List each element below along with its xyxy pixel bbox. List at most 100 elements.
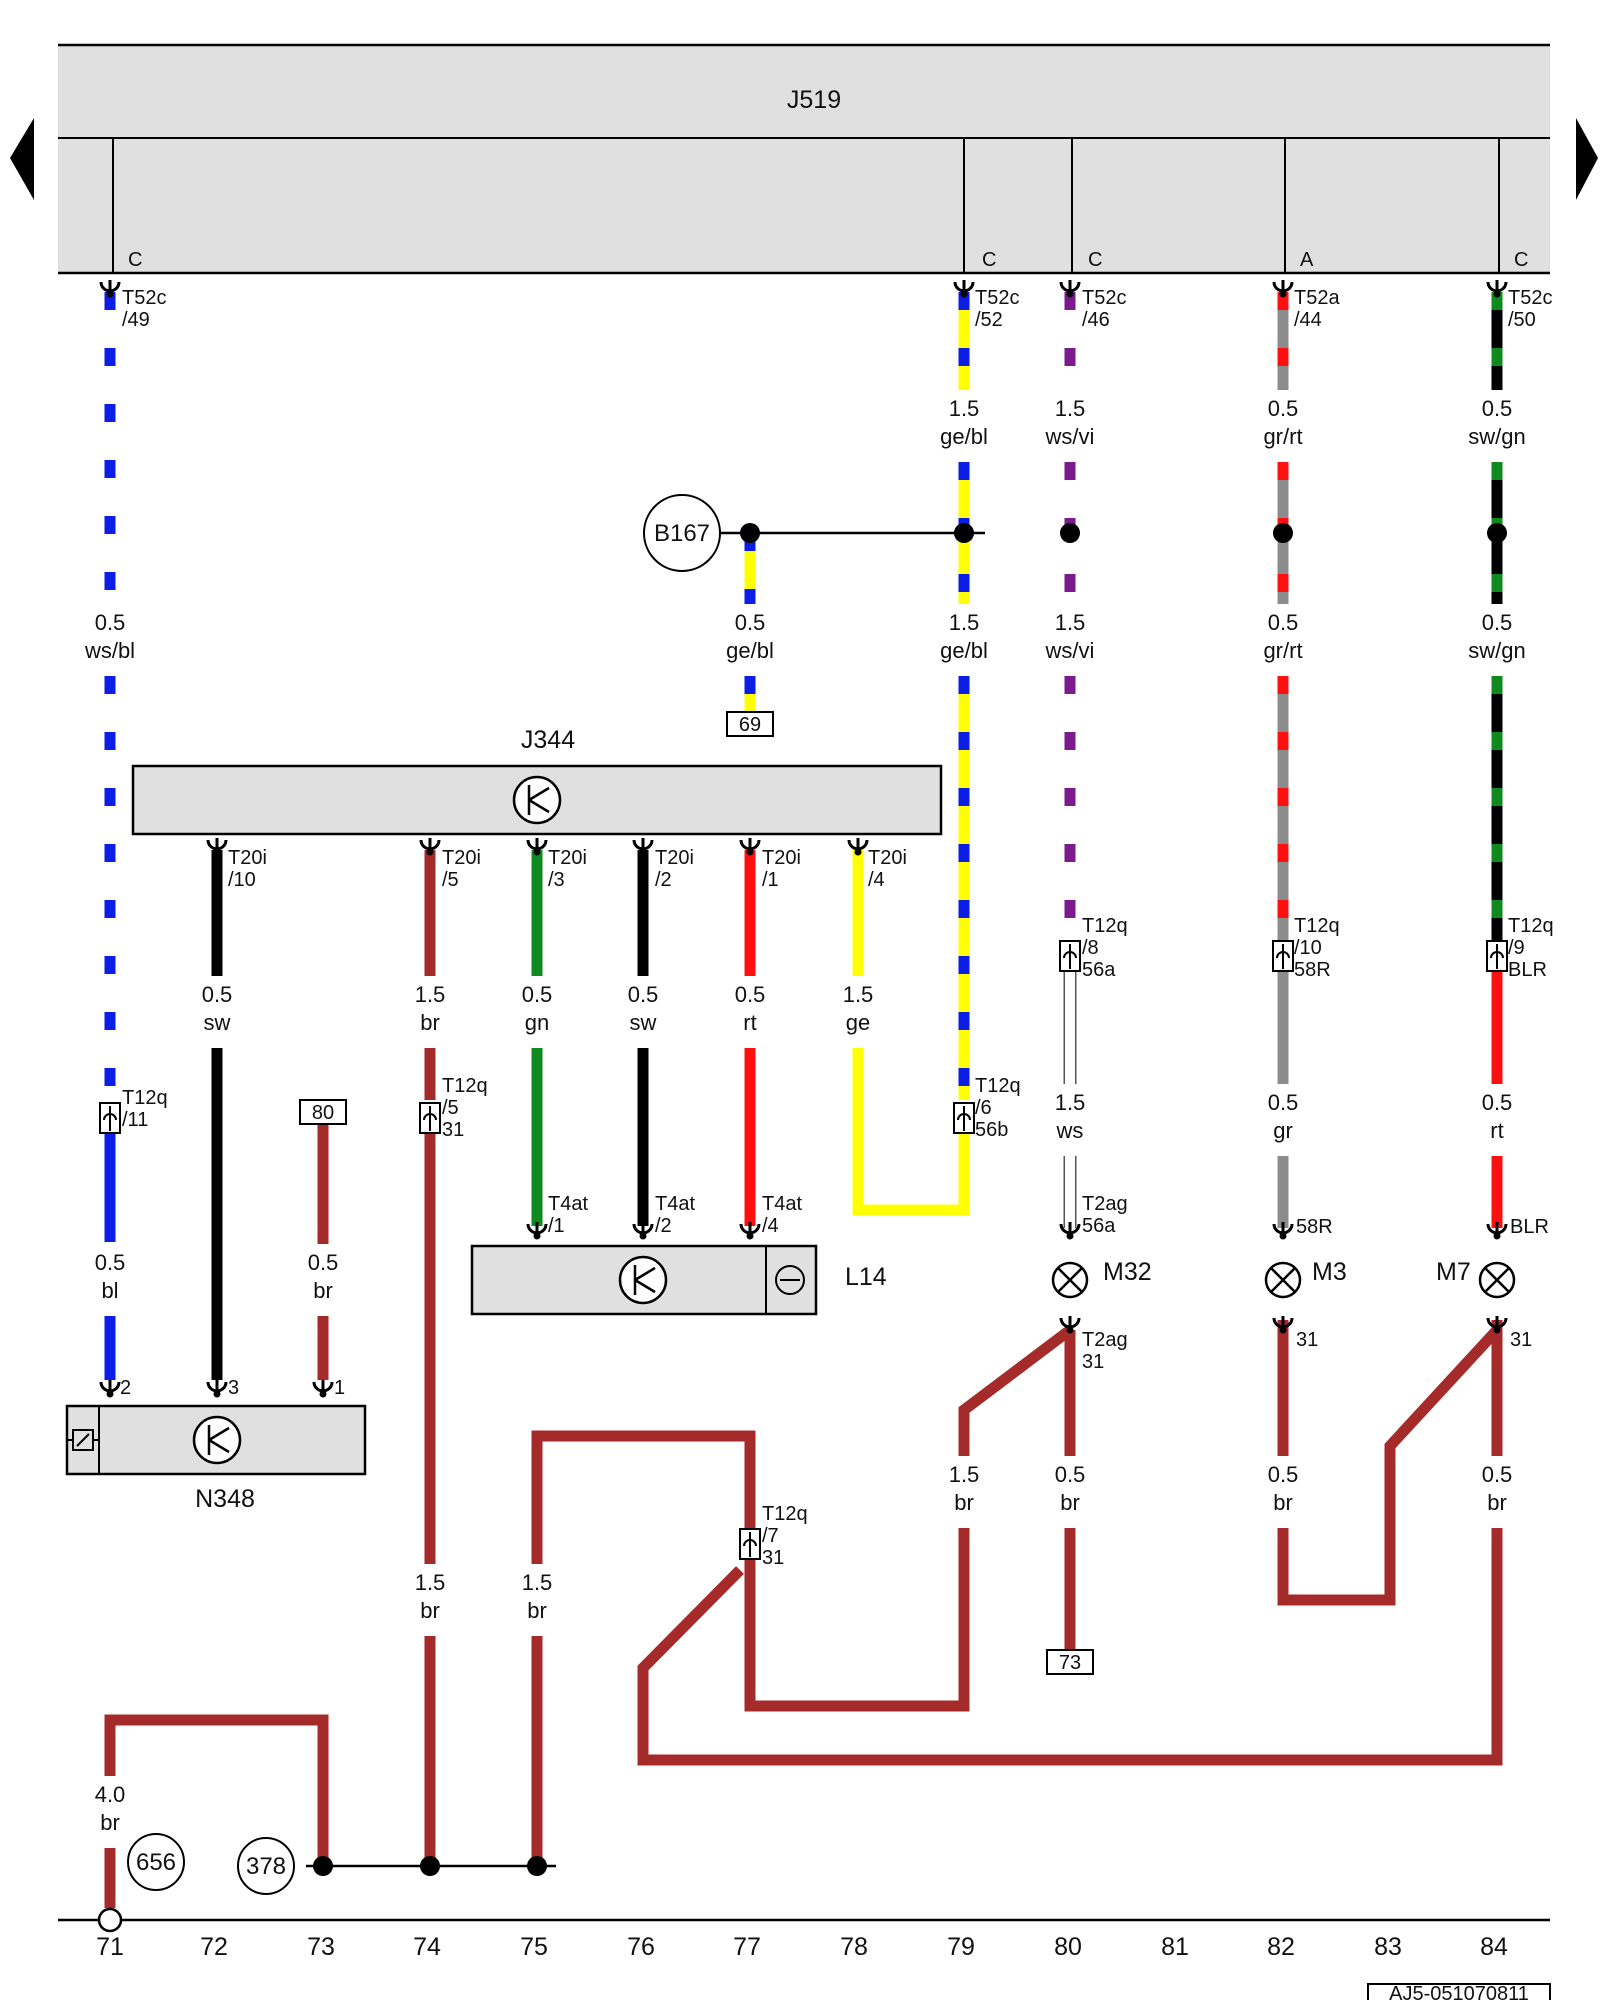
l14-label: L14 xyxy=(845,1263,887,1291)
j519-block-c3: C xyxy=(1088,249,1102,271)
socket-lower xyxy=(1272,1220,1294,1241)
socket-t52 xyxy=(1486,278,1508,299)
junction-dot xyxy=(1487,523,1507,543)
wire-br-77-diag xyxy=(744,1528,970,1712)
junction-dots xyxy=(313,523,1507,1876)
track-number: 74 xyxy=(413,1933,441,1961)
wire-br-75 xyxy=(531,1430,756,1564)
m3-label: M3 xyxy=(1312,1258,1347,1286)
socket-n348 xyxy=(312,1378,334,1399)
track-ruler: 71 72 73 74 75 76 77 78 79 80 81 82 83 8… xyxy=(58,1907,1550,1961)
plug-t12q xyxy=(99,1102,121,1134)
track-number: 83 xyxy=(1374,1933,1402,1961)
j519-block-c2: C xyxy=(982,249,996,271)
terminal-n348-2: 2 xyxy=(120,1377,131,1399)
j344-control-unit: J344 xyxy=(131,726,943,836)
track-number: 78 xyxy=(840,1933,868,1961)
l14-component: L14 xyxy=(470,1244,887,1316)
terminal-t52a44: T52a/44 xyxy=(1294,287,1340,331)
junction-dot xyxy=(420,1856,440,1876)
terminal-m7-31: 31 xyxy=(1510,1329,1532,1351)
track-number: 73 xyxy=(307,1933,335,1961)
junction-dot xyxy=(1273,523,1293,543)
document-code-label: AJ5-051070811 xyxy=(1389,1983,1529,2000)
socket-t20i xyxy=(419,836,441,857)
track-number: 82 xyxy=(1267,1933,1295,1961)
document-code: AJ5-051070811 xyxy=(1367,1983,1551,2000)
j519-control-unit: J519 C C C A C xyxy=(58,43,1550,275)
terminal-t52c50: T52c/50 xyxy=(1508,287,1552,331)
terminal-t12q11: T12q/11 xyxy=(122,1087,168,1131)
terminal-t4at4: T4at/4 xyxy=(762,1193,802,1237)
terminal-n348-1: 1 xyxy=(334,1377,345,1399)
track-number: 77 xyxy=(733,1933,761,1961)
plug-t12q xyxy=(953,1102,975,1134)
ref-80: 80 xyxy=(299,1099,347,1125)
terminal-t52c46: T52c/46 xyxy=(1082,287,1126,331)
socket-t20i xyxy=(739,836,761,857)
plug-t12q xyxy=(1059,940,1081,972)
socket-t20i xyxy=(632,836,654,857)
terminal-t20i3: T20i/3 xyxy=(548,847,587,891)
b167-connection: B167 xyxy=(643,494,721,572)
wire-br-82-loop xyxy=(1277,1326,1502,1606)
previous-page-arrow[interactable] xyxy=(10,118,34,200)
track-number: 84 xyxy=(1480,1933,1508,1961)
junction-dot xyxy=(527,1856,547,1876)
ref-69: 69 xyxy=(726,711,774,737)
j519-label: J519 xyxy=(787,86,841,114)
junction-dot xyxy=(313,1856,333,1876)
track-number: 79 xyxy=(947,1933,975,1961)
wire-br-79-diag xyxy=(958,1325,1074,1456)
m32-lamp: M32 xyxy=(1051,1258,1152,1299)
track-number: 80 xyxy=(1054,1933,1082,1961)
m7-lamp: M7 xyxy=(1436,1258,1516,1299)
plug-t12q xyxy=(1486,940,1508,972)
n348-component: N348 xyxy=(65,1404,367,1513)
terminal-t4at1: T4at/1 xyxy=(548,1193,588,1237)
socket-lower xyxy=(526,1220,548,1241)
terminal-n348-3: 3 xyxy=(228,1377,239,1399)
next-page-arrow[interactable] xyxy=(1576,118,1598,200)
ground-terminal-71 xyxy=(97,1907,123,1933)
m32-label: M32 xyxy=(1103,1258,1152,1286)
ref-73: 73 xyxy=(1046,1649,1094,1675)
ground-656-label: 656 xyxy=(136,1849,176,1876)
terminal-t52c52: T52c/52 xyxy=(975,287,1019,331)
terminal-t52c49: T52c/49 xyxy=(122,287,166,331)
j519-block-a: A xyxy=(1300,249,1314,271)
socket-t20i xyxy=(206,836,228,857)
ref-69-label: 69 xyxy=(739,714,761,736)
j519-block-c1: C xyxy=(128,249,142,271)
m7-label: M7 xyxy=(1436,1258,1471,1286)
terminal-t20i10: T20i/10 xyxy=(228,847,267,891)
